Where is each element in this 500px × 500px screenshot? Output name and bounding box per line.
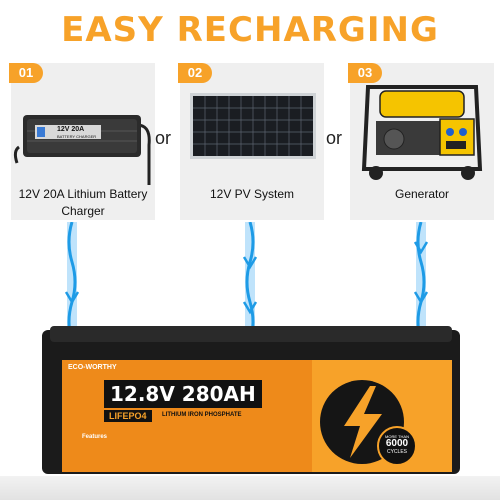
step-badge: 02 bbox=[178, 63, 212, 83]
cycles-top: MORE THAN bbox=[385, 434, 409, 439]
display-stand bbox=[0, 476, 500, 500]
card-charger: 01 12V 20A BATTERY CHARGER 12V 20A Lithi… bbox=[9, 63, 155, 220]
step-badge: 03 bbox=[348, 63, 382, 83]
brand-label: ECO-WORTHY bbox=[68, 364, 117, 371]
page-title: EASY RECHARGING bbox=[61, 10, 439, 50]
card-generator: 03 Generator bbox=[348, 63, 494, 220]
charger-device-label: 12V 20A bbox=[57, 126, 85, 133]
cycles-number: 6000 bbox=[385, 438, 409, 449]
or-text: or bbox=[155, 128, 172, 148]
or-text-2: or bbox=[326, 128, 343, 148]
chem-sub-label: LITHIUM IRON PHOSPHATE bbox=[162, 412, 242, 418]
charger-device-sub: BATTERY CHARGER bbox=[57, 134, 97, 139]
charger-image bbox=[13, 115, 151, 185]
card-caption: 12V 20A Lithium Battery bbox=[18, 187, 148, 201]
step-badge: 01 bbox=[9, 63, 43, 83]
card-caption-2: Charger bbox=[61, 204, 105, 218]
solar-panel-image bbox=[190, 93, 316, 159]
generator-image bbox=[361, 85, 483, 180]
card-caption: 12V PV System bbox=[209, 187, 295, 201]
battery-image: ECO-WORTHY 12.8V 280AH LIFEPO4 LITHIUM I… bbox=[42, 326, 460, 474]
spec-label: 12.8V 280AH bbox=[104, 380, 262, 408]
cycles-badge: MORE THAN 6000 CYCLES bbox=[377, 426, 417, 466]
cycles-bottom: CYCLES bbox=[386, 449, 407, 455]
features-label: Features bbox=[82, 434, 108, 440]
card-caption: Generator bbox=[394, 187, 450, 201]
card-pv: 02 12V PV System bbox=[178, 63, 324, 220]
chem-label: LIFEPO4 bbox=[104, 410, 152, 422]
